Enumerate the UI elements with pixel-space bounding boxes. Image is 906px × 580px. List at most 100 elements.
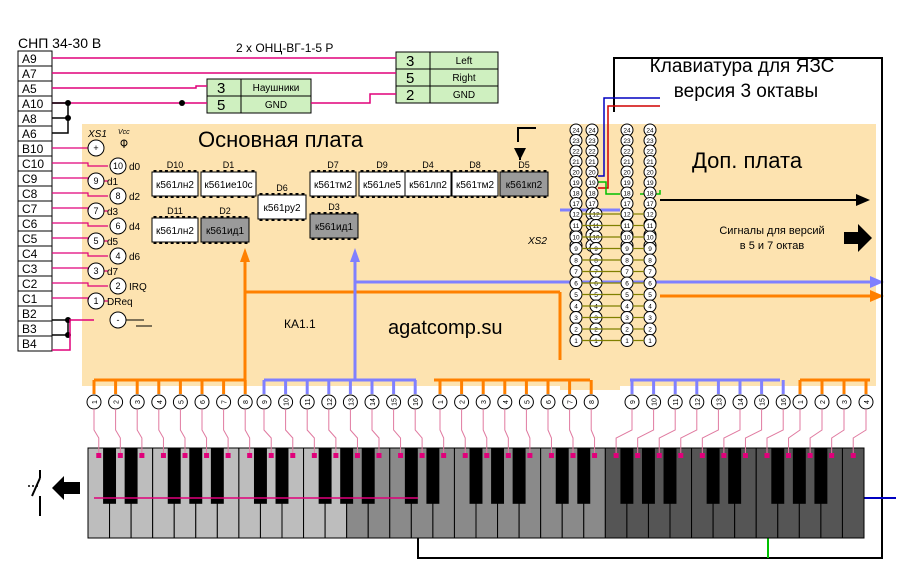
chip-leg	[182, 170, 186, 172]
xs1-pin-number: 8	[115, 191, 120, 201]
xs2-pin-number: 20	[572, 170, 580, 177]
black-key	[728, 448, 742, 504]
chip-leg	[525, 196, 529, 198]
black-key	[555, 448, 569, 504]
key-contact	[699, 453, 705, 458]
black-key	[340, 448, 354, 504]
bottom-pin-number: 13	[716, 398, 723, 406]
xs2-pins: 242322212019181716151413121110987654321	[569, 123, 583, 347]
xs2-pin-number: 2	[574, 327, 578, 334]
bottom-pin-number: 11	[305, 398, 312, 405]
key-wire	[439, 409, 445, 456]
key-wire	[115, 409, 121, 456]
chip-leg	[277, 219, 281, 221]
connector-pin-label: A9	[22, 52, 37, 66]
chip-leg	[440, 170, 444, 172]
bottom-pin-number: 6	[546, 400, 553, 404]
chip-ref: D5	[518, 160, 530, 170]
chip-leg	[340, 196, 344, 198]
bottom-pin-number: 5	[524, 400, 531, 404]
xs2-pin-number: 3	[574, 315, 578, 322]
key-wire	[680, 409, 698, 456]
key-wire	[158, 409, 164, 456]
chip-name: к561лн2	[156, 180, 194, 191]
chip-leg	[334, 196, 338, 198]
chip-leg	[153, 216, 157, 218]
xs2-pin-number: 21	[572, 159, 580, 166]
chip-leg	[453, 196, 457, 198]
chip-leg	[244, 216, 248, 218]
xs1-pin-label: d6	[129, 252, 141, 263]
chip-ref: D8	[469, 160, 481, 170]
chip-leg	[317, 170, 321, 172]
chip-leg	[153, 170, 157, 172]
switch-icon	[28, 470, 80, 516]
key-wire	[525, 409, 531, 456]
xs1-pin-label: d4	[129, 222, 141, 233]
key-contact	[225, 453, 231, 458]
xs2-pin-number: 8	[574, 258, 578, 265]
xs1-pin	[109, 187, 127, 205]
key-wire	[393, 409, 402, 456]
speaker-signal-box	[429, 85, 499, 104]
white-key	[841, 447, 865, 539]
xs2-pin-number: 19	[572, 180, 580, 187]
chip-body	[451, 171, 499, 197]
xs2-pin-number: 18	[572, 191, 580, 198]
chip-leg	[507, 196, 511, 198]
ext-pin-number: 12	[592, 212, 600, 219]
ext-pin-number: 7	[625, 269, 629, 276]
chip-leg	[446, 196, 450, 198]
xs1-pin-number: 9	[93, 176, 98, 186]
chip-leg	[295, 193, 299, 195]
chip-name: к561лн2	[156, 226, 194, 237]
chip-leg	[543, 170, 547, 172]
key-contact	[462, 453, 468, 458]
bottom-pin-number: 8	[243, 400, 250, 404]
chip-leg	[202, 196, 206, 198]
key-wire	[285, 409, 294, 456]
chip-leg	[259, 193, 263, 195]
bottom-pin-number: 2	[820, 400, 827, 404]
chip-leg	[322, 196, 326, 198]
black-key	[210, 448, 224, 504]
chip-leg	[429, 196, 433, 198]
chip-leg	[271, 193, 275, 195]
chip-name: к561ие10с	[204, 180, 252, 191]
bottom-pin-number: 4	[864, 400, 871, 404]
ext-pin-number: 1	[648, 338, 652, 345]
chip-body	[151, 171, 199, 197]
chip-leg	[170, 242, 174, 244]
chip-leg	[187, 170, 191, 172]
ext-pin-number: 22	[646, 149, 654, 156]
key-contact	[570, 453, 576, 458]
black-key	[577, 448, 591, 504]
bottom-pin-number: 5	[178, 400, 185, 404]
ext-pin-number: 6	[625, 281, 629, 288]
key-wire	[744, 409, 763, 456]
chip-leg	[377, 196, 381, 198]
wire-xs1	[52, 222, 108, 227]
chip-leg	[208, 242, 212, 244]
connector-pin-label: C7	[22, 202, 38, 216]
chip-leg	[182, 216, 186, 218]
bottom-pin-number: 6	[200, 400, 207, 404]
ext-pin-number: 5	[594, 292, 598, 299]
chip-leg	[153, 196, 157, 198]
key-wire	[328, 409, 337, 456]
key-contact	[548, 453, 554, 458]
bottom-pin-number: 12	[695, 398, 702, 406]
black-key	[620, 448, 634, 504]
ext-pin-number: 9	[625, 246, 629, 253]
chip-leg	[176, 170, 180, 172]
chip-leg	[214, 242, 218, 244]
chip-leg	[214, 216, 218, 218]
chip-leg	[366, 196, 370, 198]
xs1-pin	[87, 172, 105, 190]
black-key	[663, 448, 677, 504]
xs1-label: XS1	[87, 129, 107, 140]
